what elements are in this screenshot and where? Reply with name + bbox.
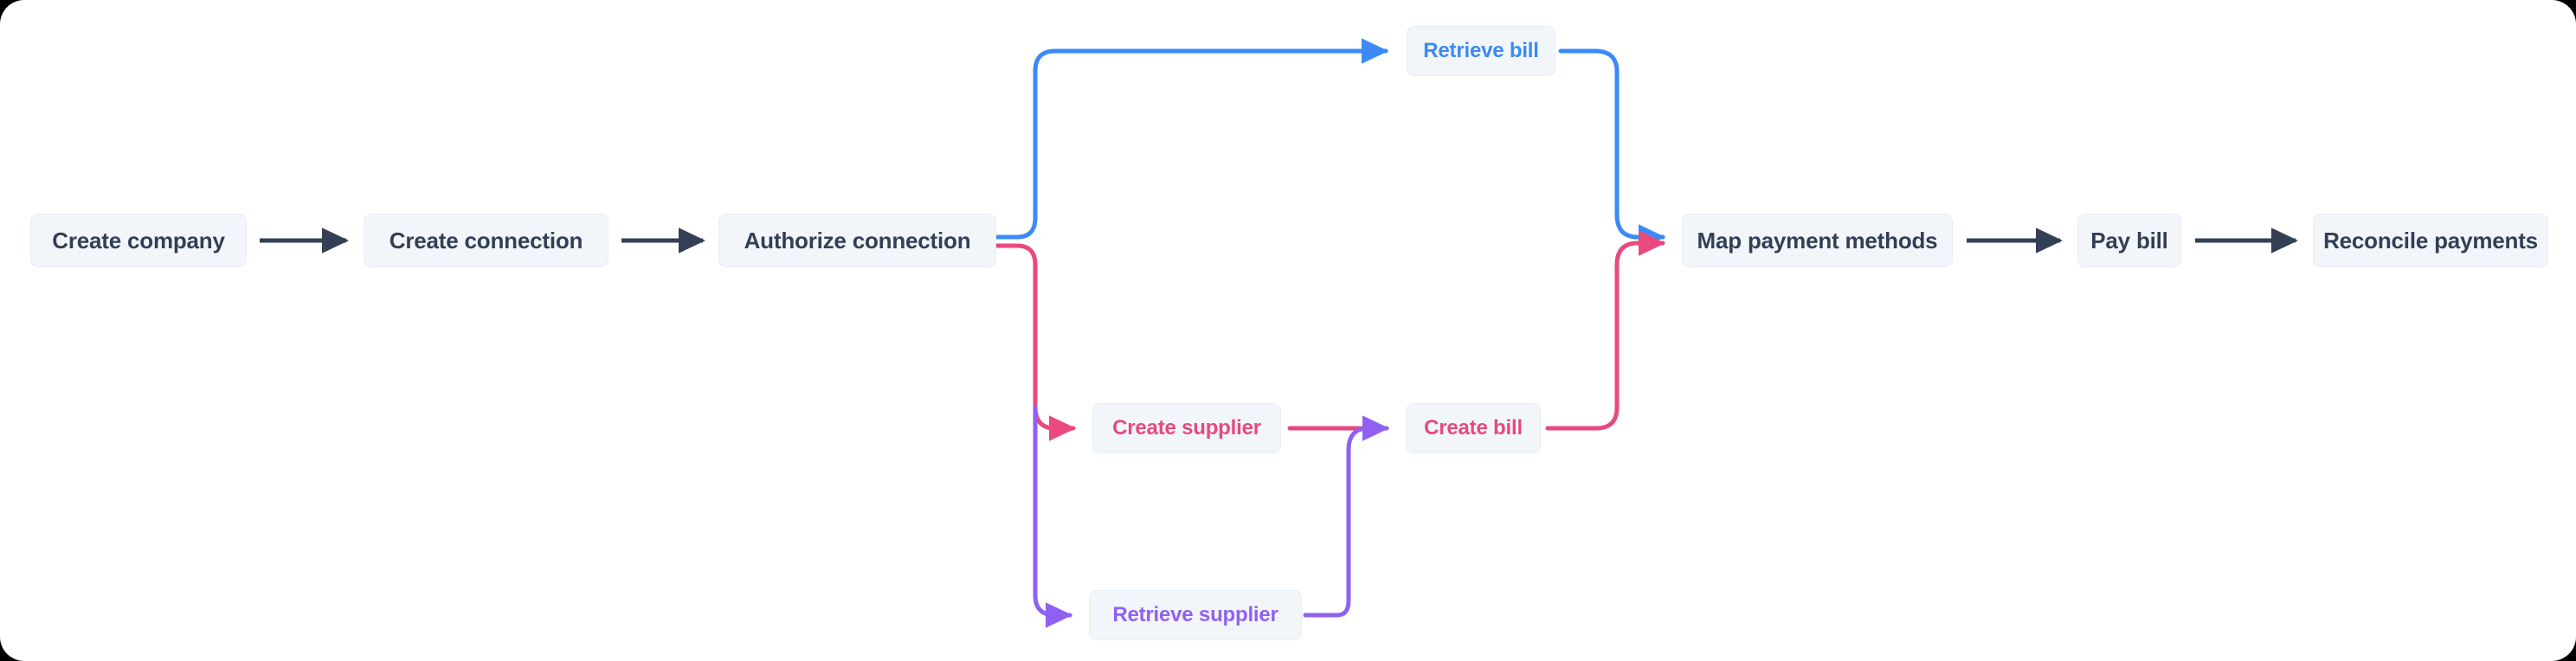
node-label: Retrieve bill bbox=[1423, 39, 1539, 62]
edge-authorize-to-retrieve-bill bbox=[994, 38, 1389, 240]
edge-retrieve-supplier-to-create-bill bbox=[1303, 415, 1390, 618]
edge-retrieve-bill-to-map bbox=[1558, 48, 1666, 250]
node-create-bill[interactable]: Create bill bbox=[1406, 403, 1541, 453]
node-retrieve-supplier[interactable]: Retrieve supplier bbox=[1089, 590, 1302, 640]
node-label: Create connection bbox=[389, 228, 583, 253]
edge-authorize-to-retrieve-supplier bbox=[1033, 404, 1073, 628]
node-reconcile-payments[interactable]: Reconcile payments bbox=[2313, 214, 2548, 267]
node-label: Pay bill bbox=[2090, 228, 2168, 253]
edge-create-bill-to-map bbox=[1545, 230, 1666, 431]
node-label: Create bill bbox=[1424, 416, 1523, 440]
node-map-payment-methods[interactable]: Map payment methods bbox=[1682, 214, 1953, 267]
node-authorize-connection[interactable]: Authorize connection bbox=[718, 214, 996, 267]
node-create-connection[interactable]: Create connection bbox=[364, 214, 609, 267]
node-label: Reconcile payments bbox=[2323, 228, 2538, 253]
node-label: Create company bbox=[52, 228, 225, 253]
node-retrieve-bill[interactable]: Retrieve bill bbox=[1407, 26, 1555, 76]
node-create-supplier[interactable]: Create supplier bbox=[1092, 403, 1281, 453]
node-label: Create supplier bbox=[1112, 416, 1261, 440]
node-create-company[interactable]: Create company bbox=[30, 214, 247, 267]
edge-authorize-to-create-supplier bbox=[994, 243, 1077, 441]
node-label: Map payment methods bbox=[1697, 228, 1938, 253]
node-pay-bill[interactable]: Pay bill bbox=[2077, 214, 2181, 267]
node-label: Authorize connection bbox=[744, 228, 971, 253]
node-label: Retrieve supplier bbox=[1112, 603, 1278, 626]
